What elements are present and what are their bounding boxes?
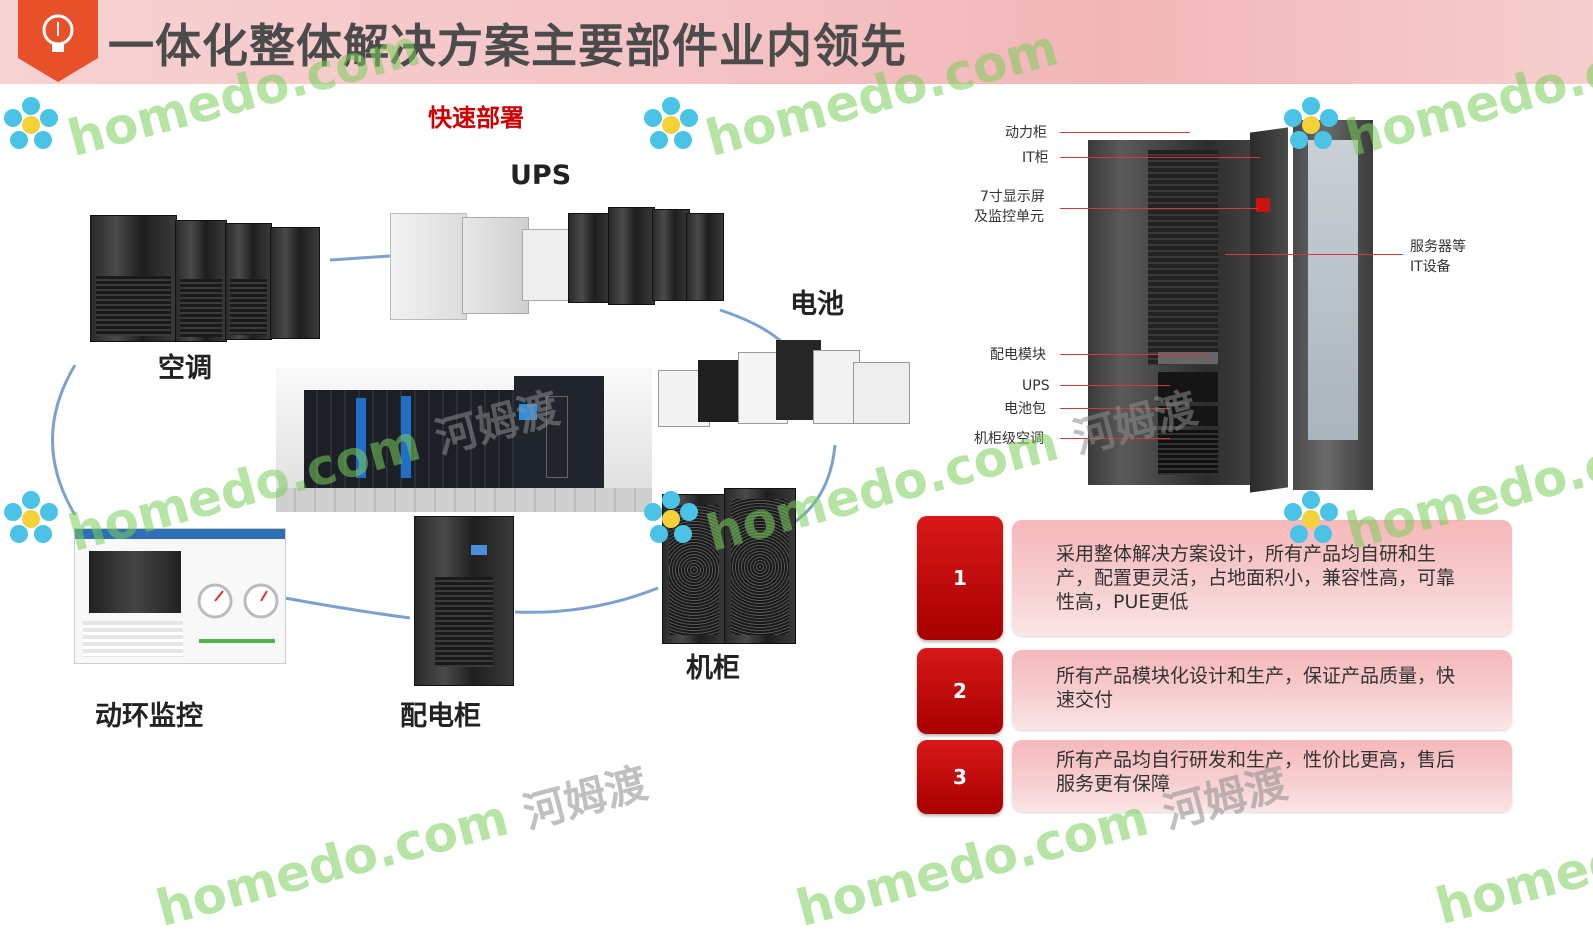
pdu-cabinet-image (414, 516, 514, 686)
label-battery: 电池 (790, 289, 844, 320)
callout-line-server (1225, 254, 1403, 255)
callout-ups: UPS (1022, 378, 1050, 394)
data-center-image (276, 368, 652, 512)
integrated-cabinet-image (1088, 120, 1388, 500)
callout-server-line2: IT设备 (1410, 259, 1451, 275)
page-title: 一体化整体解决方案主要部件业内领先 (108, 19, 907, 73)
feature-text-3: 所有产品均自行研发和生产，性价比更高，售后服务更有保障 (1056, 749, 1456, 795)
feature-text-1: 采用整体解决方案设计，所有产品均自研和生产，配置更灵活，占地面积小，兼容性高，可… (1056, 543, 1456, 613)
label-pdu: 配电柜 (400, 701, 481, 732)
callout-server-line1: 服务器等 (1410, 239, 1466, 255)
label-ac: 空调 (158, 353, 212, 384)
feature-box-2: 所有产品模块化设计和生产，保证产品质量，快速交付 (1012, 650, 1512, 730)
feature-number-1: 1 (917, 516, 1003, 640)
feature-number-2: 2 (917, 648, 1003, 734)
callout-pdu-module: 配电模块 (990, 347, 1046, 363)
callout-it-cabinet: IT柜 (1022, 150, 1049, 166)
section-title-quick-deploy: 快速部署 (428, 104, 524, 132)
feature-number-3: 3 (917, 740, 1003, 814)
logo-badge (18, 0, 98, 82)
callout-display-line2: 及监控单元 (974, 209, 1044, 225)
callout-line-power-cabinet (1060, 132, 1190, 133)
callout-line-pdu-module (1060, 354, 1210, 355)
header-band (0, 0, 1593, 84)
label-monitoring: 动环监控 (95, 701, 203, 732)
lightbulb-icon (42, 14, 74, 52)
watermark-text: homedo.com 河姆渡 (150, 758, 653, 938)
watermark-flower-icon (4, 97, 58, 149)
label-cabinet: 机柜 (686, 653, 740, 684)
callout-line-it-cabinet (1060, 157, 1260, 158)
callout-line-ups (1060, 385, 1170, 386)
callout-battery-pack: 电池包 (1004, 401, 1046, 417)
watermark-flower-icon (1284, 491, 1338, 543)
monitoring-screenshot (74, 528, 286, 664)
callout-line-ac (1060, 438, 1170, 439)
callout-cabinet-ac: 机柜级空调 (974, 431, 1044, 447)
feature-box-1: 采用整体解决方案设计，所有产品均自研和生产，配置更灵活，占地面积小，兼容性高，可… (1012, 520, 1512, 636)
callout-display-line1: 7寸显示屏 (980, 189, 1045, 205)
watermark-flower-icon (4, 491, 58, 543)
callout-power-cabinet: 动力柜 (1005, 125, 1047, 141)
watermark-flower-icon (644, 491, 698, 543)
ac-product-image (90, 215, 320, 345)
callout-line-display (1060, 208, 1258, 209)
callout-line-battery (1060, 408, 1170, 409)
connection-ring (51, 254, 837, 620)
ups-product-image (390, 205, 725, 323)
feature-text-2: 所有产品模块化设计和生产，保证产品质量，快速交付 (1056, 665, 1456, 711)
feature-box-3: 所有产品均自行研发和生产，性价比更高，售后服务更有保障 (1012, 740, 1512, 812)
label-ups: UPS (510, 160, 572, 191)
watermark-flower-icon (1284, 97, 1338, 149)
battery-product-image (658, 340, 913, 428)
watermark-flower-icon (644, 97, 698, 149)
